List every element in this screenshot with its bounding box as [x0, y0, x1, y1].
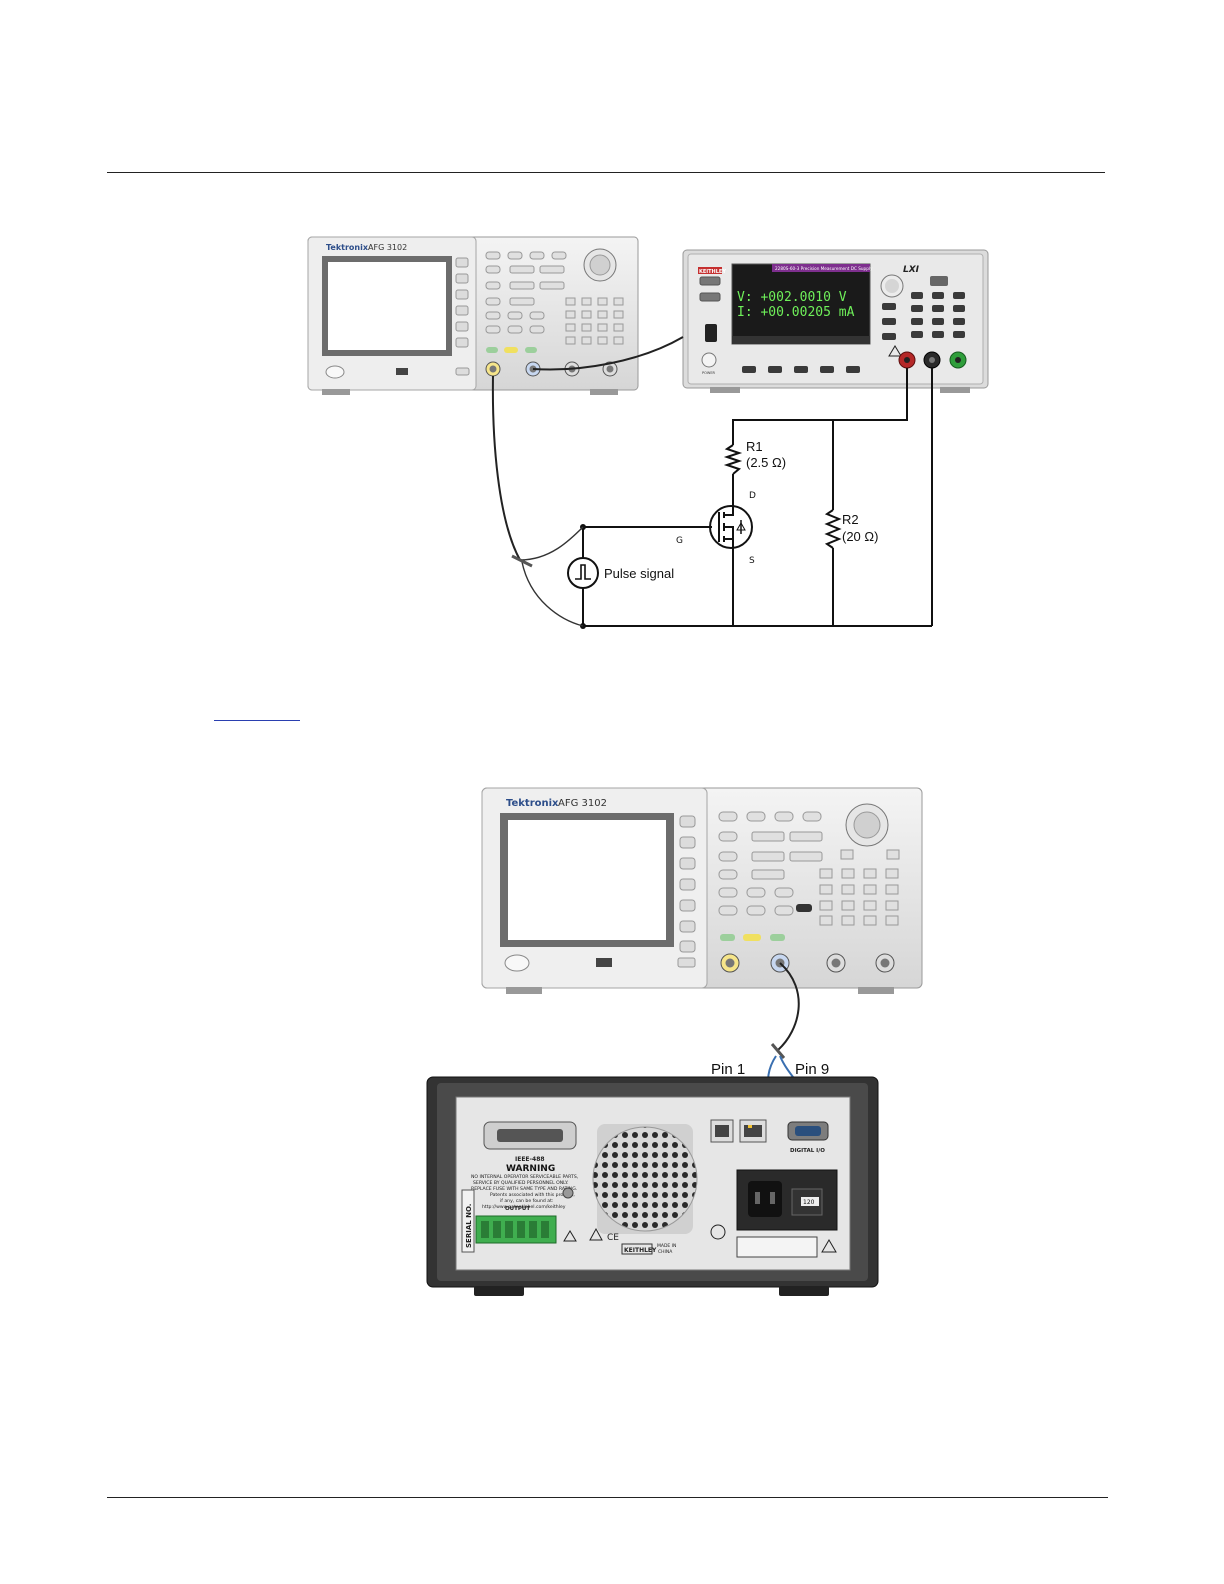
- ce-mark: CE: [607, 1233, 619, 1243]
- smu-keypad: [882, 292, 965, 340]
- svg-text:Patents associated with this p: Patents associated with this product,: [490, 1192, 575, 1198]
- r2-name-label: R2: [842, 512, 859, 527]
- r2-value-label: (20 Ω): [842, 529, 878, 544]
- pin9-label: Pin 9: [795, 1061, 829, 1078]
- afg-model-label: AFG 3102: [368, 243, 407, 252]
- gate-label: G: [676, 536, 683, 546]
- afg-bezel-buttons: [455, 257, 469, 348]
- circuit-wires: [582, 368, 933, 627]
- csa-mark: [710, 1224, 726, 1240]
- svg-text:if any, can be found at:: if any, can be found at:: [500, 1198, 554, 1204]
- trigger-cable: [532, 336, 684, 371]
- afg-power-button[interactable]: [325, 365, 345, 379]
- afg-front-panel-top: Tektronix AFG 3102: [307, 236, 639, 395]
- digital-io-label: DIGITAL I/O: [790, 1148, 825, 1154]
- smu-brand-label: KEITHLEY: [699, 269, 726, 275]
- afg-model-label: AFG 3102: [558, 798, 607, 809]
- smu-power-button[interactable]: [701, 352, 717, 368]
- pulse-source-symbol: [567, 557, 599, 589]
- smu-power-label: POWER: [702, 371, 716, 375]
- warning-title: WARNING: [506, 1164, 555, 1174]
- smu-lxi-label: LXI: [903, 265, 920, 275]
- digital-io-cable: [777, 962, 800, 1051]
- warning-text: NO INTERNAL OPERATOR SERVICEABLE PARTS, …: [471, 1174, 579, 1210]
- cooling-fan-grille: [592, 1126, 698, 1232]
- figure-1: Tektronix AFG 3102: [307, 236, 989, 629]
- svg-text:REPLACE FUSE WITH SAME TYPE AN: REPLACE FUSE WITH SAME TYPE AND RATING.: [471, 1186, 577, 1192]
- figure-2: Tektronix AFG 3102: [426, 787, 923, 1296]
- resistor-r2: [824, 509, 842, 549]
- smu-rear-panel: IEEE-488 WARNING NO INTERNAL OPERATOR SE…: [426, 1076, 879, 1296]
- afg-bezel-buttons: [679, 815, 696, 953]
- afg-power-button[interactable]: [504, 954, 530, 972]
- header-rule: [107, 172, 1105, 173]
- afg-keypad: [718, 811, 900, 926]
- china-label: CHINA: [658, 1249, 673, 1255]
- source-label: S: [749, 556, 755, 566]
- smu-current-readout: I: +00.00205 mA: [737, 305, 855, 320]
- smu-front-panel: KEITHLEY 2280S-60-3 Precision Measuremen…: [682, 249, 989, 393]
- drain-label: D: [749, 491, 756, 501]
- afg-brand-label: Tektronix: [506, 798, 559, 809]
- mosfet-symbol: [709, 505, 753, 549]
- afg-front-panel-bottom: Tektronix AFG 3102: [481, 787, 923, 994]
- r1-value-label: (2.5 Ω): [746, 455, 786, 470]
- smu-soft-keys: [742, 366, 860, 373]
- ground-screw: [562, 1187, 574, 1199]
- svg-text:NO INTERNAL OPERATOR SERVICEAB: NO INTERNAL OPERATOR SERVICEABLE PARTS,: [471, 1174, 579, 1180]
- fuse-voltage-label: 120: [803, 1199, 815, 1206]
- smu-display: [731, 263, 871, 345]
- made-in-label: MADE IN: [657, 1243, 676, 1249]
- r1-name-label: R1: [746, 439, 763, 454]
- pin1-label: Pin 1: [711, 1061, 745, 1078]
- pulse-signal-label: Pulse signal: [604, 566, 674, 581]
- svg-text:http://www.patentlabel.com/kei: http://www.patentlabel.com/keithley: [482, 1204, 566, 1210]
- svg-text:SERVICE BY QUALIFIED PERSONNEL: SERVICE BY QUALIFIED PERSONNEL ONLY.: [473, 1180, 568, 1186]
- smu-display-header: 2280S-60-3 Precision Measurement DC Supp…: [775, 266, 873, 271]
- afg-brand-label: Tektronix: [326, 243, 369, 252]
- output-label: OUTPUT: [505, 1206, 530, 1212]
- serial-number-label: SERIAL NO.: [465, 1204, 473, 1248]
- cross-reference-link[interactable]: [214, 706, 300, 721]
- afg-keypad: [485, 251, 624, 345]
- smu-voltage-readout: V: +002.0010 V: [737, 290, 847, 305]
- resistor-r1: [723, 444, 743, 475]
- afg-coax-cable: [491, 375, 521, 561]
- footer-rule: [107, 1497, 1108, 1498]
- rear-keithley-label: KEITHLEY: [624, 1247, 657, 1254]
- ieee-488-label: IEEE-488: [515, 1156, 545, 1163]
